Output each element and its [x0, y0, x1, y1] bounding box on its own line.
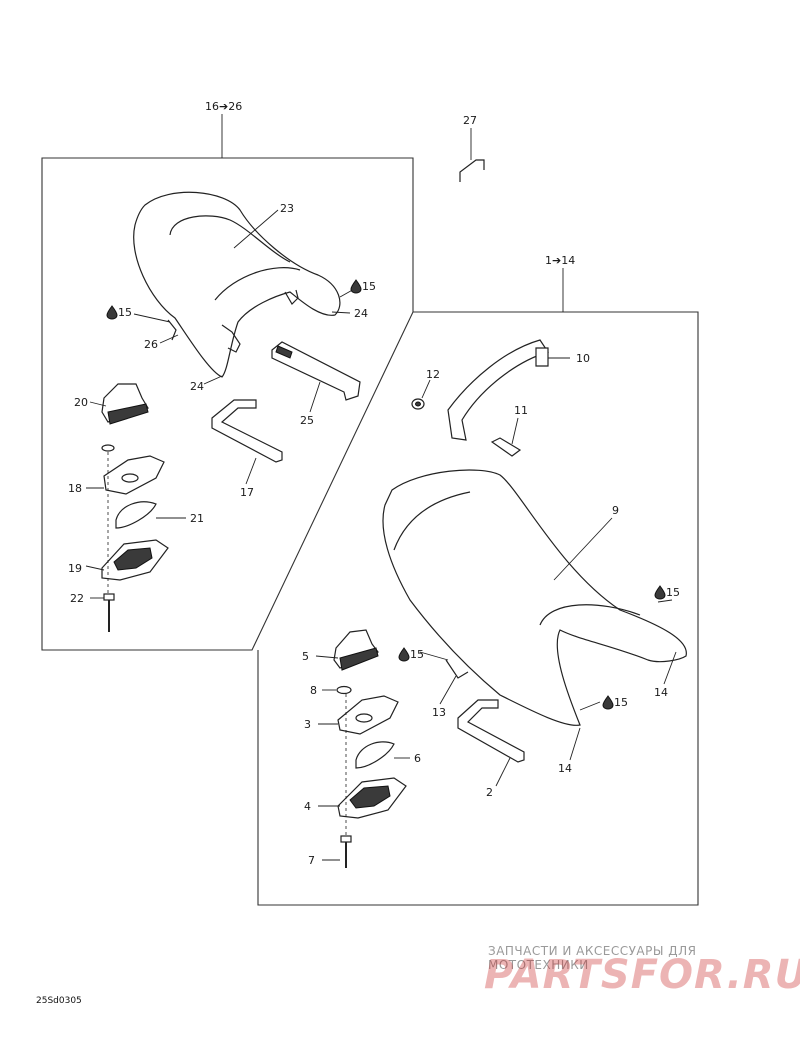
- part-25-leader: [309, 381, 321, 413]
- latch-base-part-19: [101, 539, 169, 581]
- part-15b-leader: [133, 313, 171, 323]
- callout-15: 15: [410, 648, 424, 661]
- part-15c-leader: [657, 599, 673, 603]
- group-label-upper: 16➔26: [205, 100, 242, 113]
- part-14a-leader: [663, 651, 677, 685]
- callout-20: 20: [74, 396, 88, 409]
- callout-25: 25: [300, 414, 314, 427]
- latch-cover-part-20: [101, 383, 149, 425]
- callout-18: 18: [68, 482, 82, 495]
- callout-7: 7: [308, 854, 315, 867]
- drawing-code: 25Sd0305: [36, 996, 82, 1006]
- part-26-leader: [159, 334, 179, 344]
- grease-drop-icon: [106, 305, 118, 320]
- grab-handle-part-10: [447, 339, 549, 441]
- latch-cover-part-5: [333, 629, 379, 671]
- callout-4: 4: [304, 800, 311, 813]
- watermark-caption: ЗАПЧАСТИ И АКСЕССУАРЫ ДЛЯ МОТОТЕХНИКИ: [488, 944, 697, 972]
- hex-key-part-2: [457, 699, 525, 763]
- callout-15: 15: [362, 280, 376, 293]
- callout-14: 14: [654, 686, 668, 699]
- part-17-leader: [245, 457, 257, 485]
- grease-drop-icon: [654, 585, 666, 600]
- callout-10: 10: [576, 352, 590, 365]
- part-24b-leader: [203, 375, 223, 385]
- group-label-lower: 1➔14: [545, 254, 575, 267]
- part-5-leader: [315, 655, 339, 659]
- watermark-logo: PARTSFOR.RU: [484, 952, 800, 998]
- clip-part-27: [459, 159, 485, 182]
- latch-plate-part-3: [337, 695, 399, 735]
- latch-base-part-4: [337, 777, 407, 819]
- part-12-leader: [421, 379, 431, 399]
- part-13-leader: [439, 675, 457, 705]
- callout-13: 13: [432, 706, 446, 719]
- callout-19: 19: [68, 562, 82, 575]
- passenger-seat-part-23: [133, 191, 341, 378]
- hex-key-part-17: [211, 399, 283, 463]
- callout-22: 22: [70, 592, 84, 605]
- grease-drop-icon: [398, 647, 410, 662]
- callout-12: 12: [426, 368, 440, 381]
- part-2-leader: [495, 757, 511, 787]
- callout-15: 15: [614, 696, 628, 709]
- callout-14: 14: [558, 762, 572, 775]
- bolt-part-7: [340, 835, 352, 868]
- main-seat-part-9: [382, 469, 687, 726]
- part-19-leader: [85, 565, 105, 571]
- latch-plate-part-18: [101, 444, 165, 495]
- spring-part-6: [355, 741, 395, 769]
- callout-5: 5: [302, 650, 309, 663]
- callout-17: 17: [240, 486, 254, 499]
- lower-group-frame: [257, 311, 699, 906]
- callout-15: 15: [666, 586, 680, 599]
- washer-part-8: [336, 685, 352, 695]
- upper-group-frame: [41, 157, 414, 651]
- grease-drop-icon: [350, 279, 362, 294]
- part-14b-leader: [569, 727, 581, 761]
- part-20-leader: [89, 401, 107, 407]
- callout-23: 23: [280, 202, 294, 215]
- grease-drop-icon: [602, 695, 614, 710]
- spring-part-21: [115, 501, 157, 529]
- callout-3: 3: [304, 718, 311, 731]
- part-15e-leader: [579, 701, 601, 711]
- part-24a-leader: [331, 311, 351, 314]
- part-11-leader: [511, 417, 519, 445]
- callout-15: 15: [118, 306, 132, 319]
- callout-26: 26: [144, 338, 158, 351]
- grommet-part-12: [411, 398, 425, 410]
- part-23-leader: [233, 209, 279, 249]
- callout-2: 2: [486, 786, 493, 799]
- callout-9: 9: [612, 504, 619, 517]
- part-9-leader: [553, 517, 613, 581]
- part-15d-leader: [419, 651, 449, 661]
- group-label-27: 27: [463, 114, 477, 127]
- callout-21: 21: [190, 512, 204, 525]
- callout-24: 24: [354, 307, 368, 320]
- callout-11: 11: [514, 404, 528, 417]
- callout-8: 8: [310, 684, 317, 697]
- tool-part-25: [271, 341, 361, 401]
- callout-24: 24: [190, 380, 204, 393]
- screw-part-11: [490, 437, 522, 457]
- callout-6: 6: [414, 752, 421, 765]
- bolt-part-22: [103, 593, 115, 632]
